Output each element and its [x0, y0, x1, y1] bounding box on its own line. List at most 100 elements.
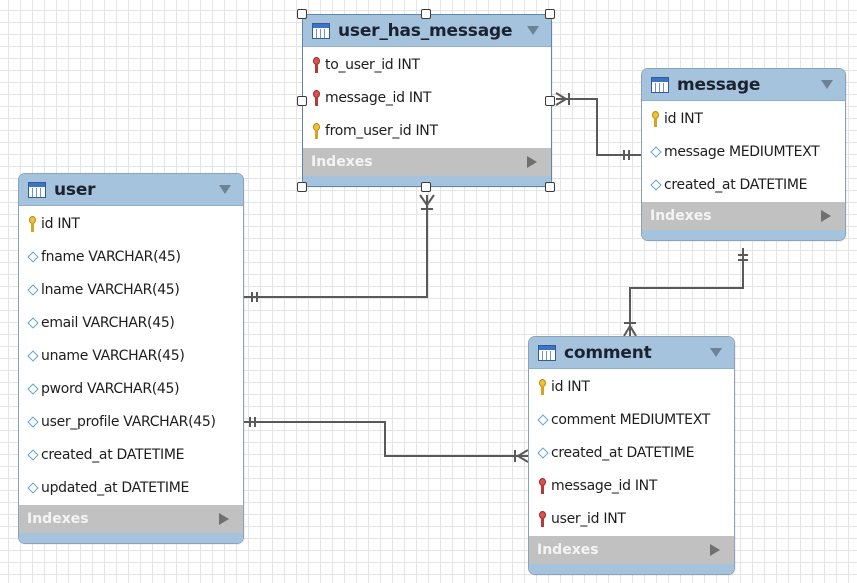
column-row[interactable]: message MEDIUMTEXT — [642, 135, 845, 168]
table-user[interactable]: user id INT fname VARCHAR(45) lname VARCHAR… — [18, 173, 244, 544]
one-mark-icon — [249, 417, 256, 427]
column-text: from_user_id INT — [325, 122, 438, 139]
table-header[interactable]: comment — [529, 337, 734, 369]
field-diamond-icon — [27, 479, 38, 497]
indexes-section[interactable]: Indexes — [303, 148, 551, 176]
table-footer — [303, 176, 551, 186]
primary-key-icon — [537, 378, 548, 396]
field-diamond-icon — [650, 176, 661, 194]
selection-handle[interactable] — [421, 182, 431, 192]
column-row[interactable]: pword VARCHAR(45) — [19, 372, 243, 405]
column-row[interactable]: id INT — [529, 370, 734, 403]
column-text: id INT — [41, 215, 80, 232]
expand-arrow-icon[interactable] — [219, 513, 229, 525]
column-row[interactable]: to_user_id INT — [303, 48, 551, 81]
table-icon — [538, 344, 556, 361]
collapse-arrow-icon[interactable] — [527, 26, 539, 35]
many-mark-icon — [555, 92, 570, 106]
selection-handle[interactable] — [297, 95, 307, 106]
relationship-line-user-user-has-message — [244, 195, 428, 298]
column-row[interactable]: created_at DATETIME — [529, 436, 734, 469]
column-row[interactable]: fname VARCHAR(45) — [19, 240, 243, 273]
indexes-label: Indexes — [537, 542, 599, 558]
selection-handle[interactable] — [297, 9, 307, 19]
indexes-section[interactable]: Indexes — [642, 202, 845, 230]
indexes-section[interactable]: Indexes — [19, 505, 243, 533]
selection-handle[interactable] — [421, 9, 431, 19]
column-text: message MEDIUMTEXT — [664, 143, 820, 160]
column-text: comment MEDIUMTEXT — [551, 411, 711, 428]
selection-handle[interactable] — [545, 182, 555, 192]
field-diamond-icon — [27, 314, 38, 332]
column-row[interactable]: id INT — [642, 102, 845, 135]
foreign-key-icon — [537, 510, 548, 528]
column-row[interactable]: email VARCHAR(45) — [19, 306, 243, 339]
column-row[interactable]: created_at DATETIME — [19, 438, 243, 471]
indexes-label: Indexes — [650, 208, 712, 224]
field-diamond-icon — [650, 143, 661, 161]
one-mark-icon — [738, 254, 748, 261]
expand-arrow-icon[interactable] — [527, 156, 537, 168]
relationship-line-user-comment — [244, 421, 528, 457]
column-row[interactable]: lname VARCHAR(45) — [19, 273, 243, 306]
table-footer — [19, 533, 243, 543]
column-row[interactable]: comment MEDIUMTEXT — [529, 403, 734, 436]
field-diamond-icon — [27, 413, 38, 431]
column-text: created_at DATETIME — [664, 176, 808, 193]
many-mark-icon — [514, 449, 529, 463]
column-row[interactable]: uname VARCHAR(45) — [19, 339, 243, 372]
column-row[interactable]: id INT — [19, 207, 243, 240]
one-mark-icon — [623, 150, 630, 160]
column-row[interactable]: updated_at DATETIME — [19, 471, 243, 504]
table-footer — [642, 230, 845, 240]
table-header[interactable]: message — [642, 69, 845, 101]
column-text: id INT — [551, 378, 590, 395]
selection-handle[interactable] — [297, 182, 307, 192]
column-text: id INT — [664, 110, 703, 127]
table-icon — [651, 76, 669, 93]
column-text: user_profile VARCHAR(45) — [41, 413, 216, 430]
field-diamond-icon — [537, 411, 548, 429]
primary-key-icon — [27, 215, 38, 233]
column-text: fname VARCHAR(45) — [41, 248, 181, 265]
selection-handle[interactable] — [545, 9, 555, 19]
table-header[interactable]: user_has_message — [303, 15, 551, 47]
collapse-arrow-icon[interactable] — [219, 185, 231, 194]
table-name: user — [54, 179, 96, 200]
collapse-arrow-icon[interactable] — [821, 80, 833, 89]
column-text: created_at DATETIME — [41, 446, 185, 463]
indexes-label: Indexes — [311, 154, 373, 170]
table-icon — [312, 22, 330, 39]
column-row[interactable]: from_user_id INT — [303, 114, 551, 147]
column-list: id INT message MEDIUMTEXT created_at DATET… — [642, 101, 845, 201]
column-row[interactable]: user_profile VARCHAR(45) — [19, 405, 243, 438]
column-row[interactable]: message_id INT — [529, 469, 734, 502]
collapse-arrow-icon[interactable] — [710, 348, 722, 357]
column-row[interactable]: message_id INT — [303, 81, 551, 114]
field-diamond-icon — [27, 248, 38, 266]
primary-key-icon — [650, 110, 661, 128]
foreign-key-icon — [537, 477, 548, 495]
indexes-section[interactable]: Indexes — [529, 536, 734, 564]
table-header[interactable]: user — [19, 174, 243, 206]
column-row[interactable]: user_id INT — [529, 502, 734, 535]
table-message[interactable]: message id INT message MEDIUMTEXT created_a… — [641, 68, 846, 241]
column-text: user_id INT — [551, 510, 626, 527]
one-mark-icon — [251, 292, 258, 302]
table-comment[interactable]: comment id INT comment MEDIUMTEXT created_a… — [528, 336, 735, 575]
column-text: pword VARCHAR(45) — [41, 380, 180, 397]
selection-handle[interactable] — [545, 95, 555, 106]
column-row[interactable]: created_at DATETIME — [642, 168, 845, 201]
relationship-line-message-user-has-message — [556, 98, 641, 156]
field-diamond-icon — [27, 281, 38, 299]
column-text: updated_at DATETIME — [41, 479, 190, 496]
column-text: uname VARCHAR(45) — [41, 347, 185, 364]
column-list: id INT fname VARCHAR(45) lname VARCHAR(45)… — [19, 206, 243, 504]
column-text: created_at DATETIME — [551, 444, 695, 461]
expand-arrow-icon[interactable] — [710, 544, 720, 556]
expand-arrow-icon[interactable] — [821, 210, 831, 222]
field-diamond-icon — [27, 380, 38, 398]
